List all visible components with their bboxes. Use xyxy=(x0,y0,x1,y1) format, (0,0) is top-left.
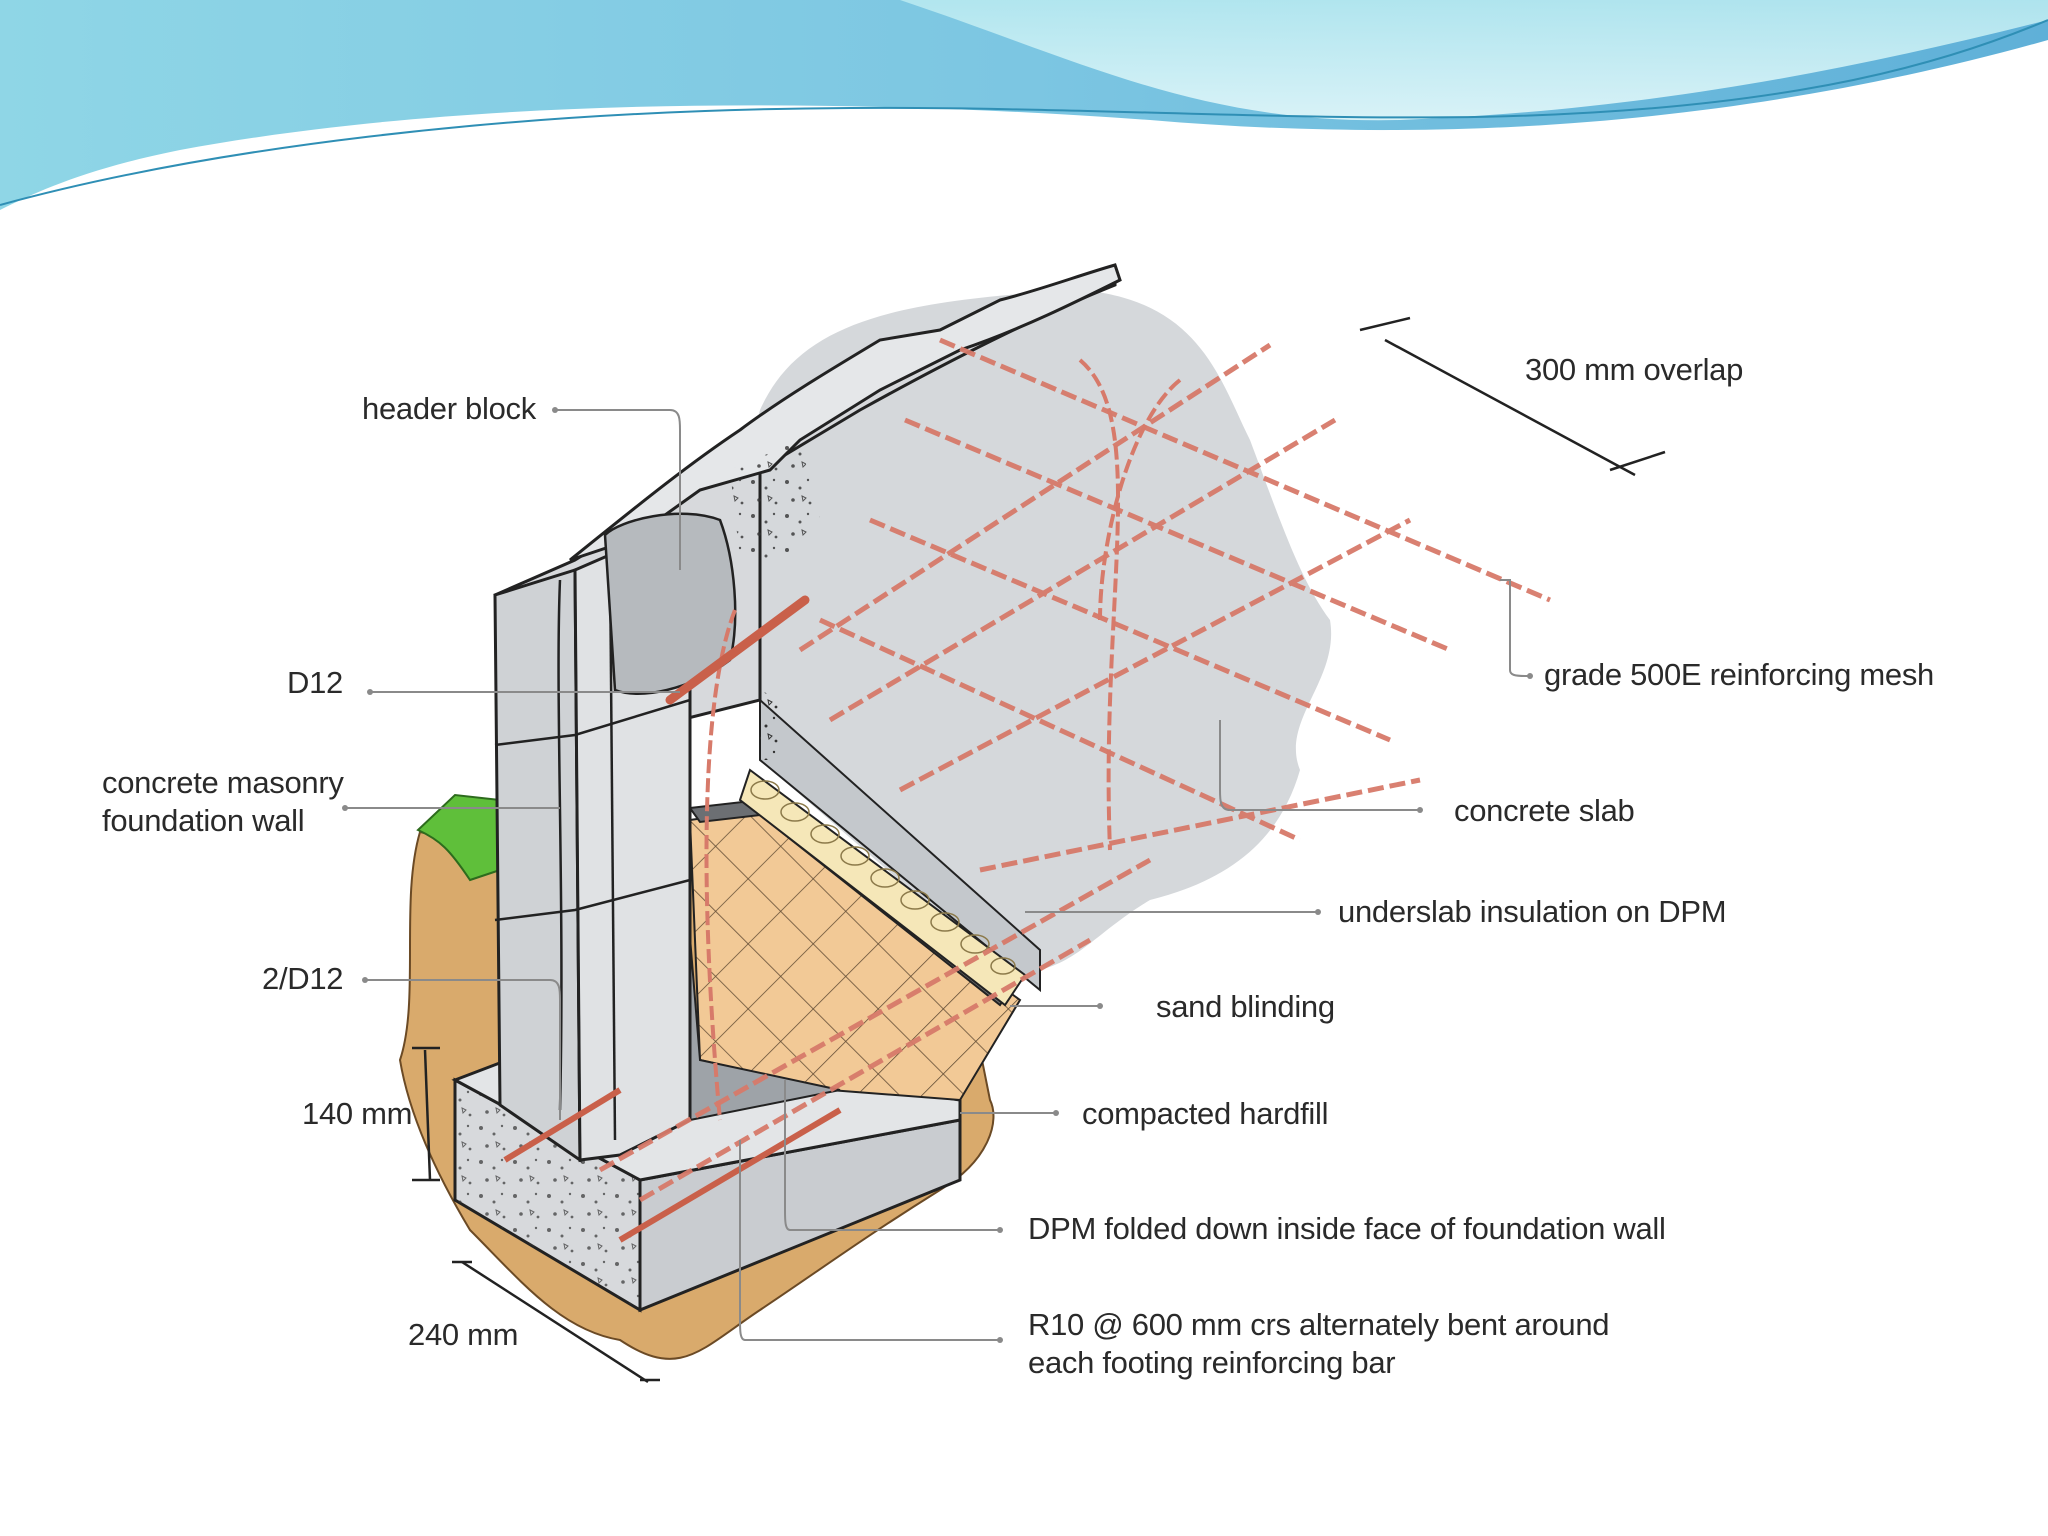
leader-lines xyxy=(345,409,1530,1341)
starter-bars xyxy=(704,358,1182,1121)
reinforcing-mesh xyxy=(598,337,1551,1203)
label-concrete-slab: concrete slab xyxy=(1454,793,1635,828)
label-header-block: header block xyxy=(362,391,536,426)
footing-speckle xyxy=(455,1080,640,1310)
dimension-lines xyxy=(412,316,1666,1384)
label-dim-140: 140 mm xyxy=(302,1096,413,1131)
label-2-d12: 2/D12 xyxy=(262,961,344,996)
leader-dots xyxy=(342,407,1533,1343)
label-d12: D12 xyxy=(287,665,343,700)
banner-line-1 xyxy=(0,19,2048,206)
slab-speckle xyxy=(760,690,780,760)
label-r10-line2: each footing reinforcing bar xyxy=(1028,1345,1396,1380)
label-insulation: underslab insulation on DPM xyxy=(1338,894,1727,929)
label-dim-240: 240 mm xyxy=(408,1317,519,1352)
banner-wave-light xyxy=(900,0,2048,121)
label-sand-blinding: sand blinding xyxy=(1156,989,1335,1024)
block-joints xyxy=(494,559,691,1161)
d12-bar xyxy=(665,595,810,705)
label-mesh: grade 500E reinforcing mesh xyxy=(1544,657,1934,692)
label-overlap: 300 mm overlap xyxy=(1525,352,1744,387)
banner-line-2 xyxy=(0,40,2048,222)
insulation-pattern xyxy=(750,780,1016,975)
header-block-speckle xyxy=(730,440,820,560)
label-r10-line1: R10 @ 600 mm crs alternately bent around xyxy=(1028,1307,1610,1342)
concrete-slab xyxy=(740,290,1332,970)
footing-bar-2 xyxy=(618,1107,842,1243)
label-masonry-wall-line2: foundation wall xyxy=(102,803,305,838)
label-hardfill: compacted hardfill xyxy=(1082,1096,1329,1131)
header-block-top xyxy=(569,263,1122,562)
footing-bar-1 xyxy=(503,1087,622,1163)
label-masonry-wall-line1: concrete masonry xyxy=(102,765,344,800)
label-dpm: DPM folded down inside face of foundatio… xyxy=(1028,1211,1666,1246)
wall-front-face xyxy=(493,567,582,1163)
